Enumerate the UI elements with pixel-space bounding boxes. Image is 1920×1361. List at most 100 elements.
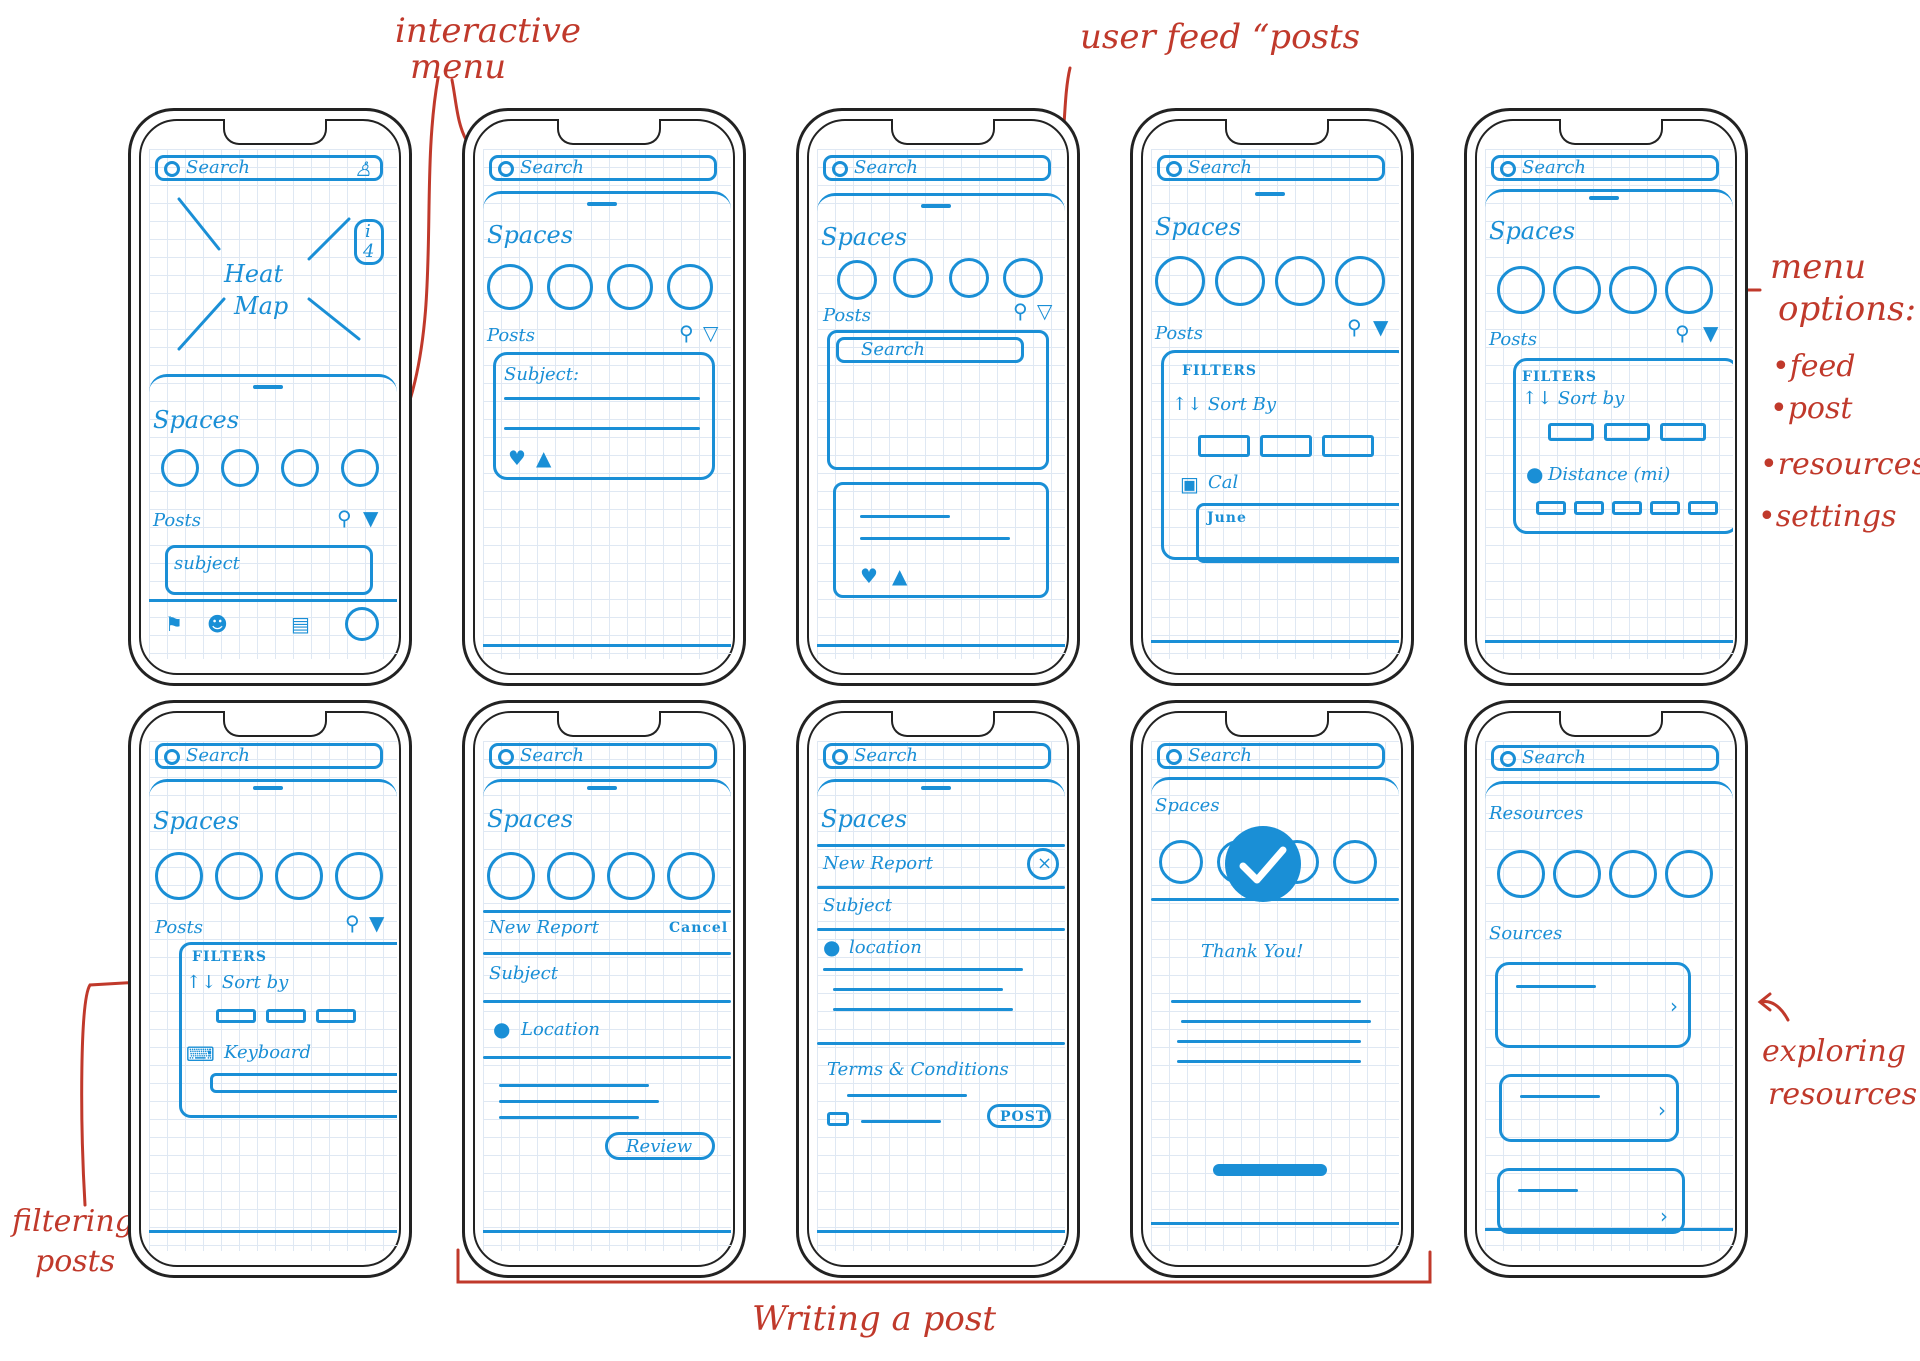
calendar-widget[interactable]: June — [1196, 503, 1399, 563]
sheet-handle[interactable] — [1255, 192, 1285, 196]
heart-icon[interactable]: ♥ — [508, 446, 526, 470]
subject-field[interactable]: Subject — [823, 895, 892, 916]
space-circle[interactable] — [1003, 258, 1043, 298]
space-circle[interactable] — [335, 852, 383, 900]
sort-option[interactable] — [1548, 423, 1594, 441]
filter-icon[interactable]: ▽ — [1037, 299, 1053, 323]
distance-option[interactable] — [1688, 501, 1718, 515]
location-field[interactable]: Location — [521, 1019, 601, 1040]
search-bar[interactable]: Search — [1157, 155, 1385, 181]
sheet-handle[interactable] — [587, 202, 617, 206]
cancel-button[interactable]: Cancel — [669, 920, 729, 936]
post-card[interactable]: Subject: ♥ ▲ — [493, 352, 715, 480]
space-circle[interactable] — [215, 852, 263, 900]
search-bar[interactable]: Search — [823, 155, 1051, 181]
space-circle[interactable] — [487, 264, 533, 310]
space-settings-icon[interactable] — [341, 449, 379, 487]
map-tab-icon[interactable]: ⚑ — [165, 612, 183, 636]
search-bar[interactable]: Search — [1491, 745, 1719, 771]
space-circle[interactable] — [1275, 256, 1325, 306]
library-tab-icon[interactable]: ▤ — [291, 612, 310, 636]
subject-field[interactable]: Subject — [489, 963, 558, 984]
keyboard-input[interactable] — [210, 1073, 397, 1093]
space-document-icon[interactable] — [161, 449, 199, 487]
search-bar[interactable]: Search — [489, 743, 717, 769]
sort-option[interactable] — [316, 1009, 356, 1023]
space-circle[interactable] — [547, 264, 593, 310]
filter-icon[interactable]: ▼ — [369, 911, 385, 935]
space-circle[interactable] — [607, 264, 653, 310]
sort-option[interactable] — [1198, 435, 1250, 457]
sort-option[interactable] — [1604, 423, 1650, 441]
people-tab-icon[interactable]: ☻ — [207, 612, 228, 636]
distance-option[interactable] — [1536, 501, 1566, 515]
space-circle[interactable] — [155, 852, 203, 900]
space-circle[interactable] — [1159, 840, 1203, 884]
profile-icon[interactable]: ♙ — [354, 157, 372, 181]
sheet-handle[interactable] — [1589, 196, 1619, 200]
sort-option[interactable] — [216, 1009, 256, 1023]
heart-icon[interactable]: ♥ — [860, 564, 878, 588]
source-card[interactable]: › — [1497, 1168, 1685, 1234]
space-edit-icon[interactable] — [221, 449, 259, 487]
distance-option[interactable] — [1612, 501, 1642, 515]
zoom-control[interactable]: i 4 — [354, 219, 384, 265]
review-button[interactable]: Review — [605, 1132, 715, 1160]
search-icon[interactable]: ⚲ — [1013, 299, 1028, 323]
close-icon[interactable]: × — [1027, 848, 1059, 880]
space-circle[interactable] — [547, 852, 595, 900]
search-icon[interactable]: ⚲ — [345, 911, 360, 935]
space-circle[interactable] — [1665, 266, 1713, 314]
sheet-handle[interactable] — [921, 204, 951, 208]
sheet-handle[interactable] — [253, 786, 283, 790]
space-circle[interactable] — [949, 258, 989, 298]
space-circle[interactable] — [1609, 266, 1657, 314]
search-icon[interactable]: ⚲ — [1347, 315, 1362, 339]
distance-option[interactable] — [1574, 501, 1604, 515]
sort-option[interactable] — [1660, 423, 1706, 441]
search-bar[interactable]: Search — [155, 743, 383, 769]
space-library-icon[interactable] — [281, 449, 319, 487]
search-icon[interactable]: ⚲ — [679, 321, 694, 345]
space-circle[interactable] — [837, 260, 877, 300]
space-circle[interactable] — [487, 852, 535, 900]
filter-icon[interactable]: ▼ — [1703, 321, 1719, 345]
post-card[interactable]: subject — [165, 545, 373, 595]
terms-checkbox[interactable] — [827, 1112, 849, 1126]
resource-circle[interactable] — [1609, 850, 1657, 898]
search-bar[interactable]: Search — [823, 743, 1051, 769]
resource-circle[interactable] — [1553, 850, 1601, 898]
sort-option[interactable] — [1260, 435, 1312, 457]
resource-circle[interactable] — [1665, 850, 1713, 898]
like-icon[interactable]: ▲ — [892, 564, 908, 588]
sheet-handle[interactable] — [587, 786, 617, 790]
space-circle[interactable] — [667, 852, 715, 900]
profile-tab-icon[interactable] — [345, 607, 379, 641]
source-card[interactable]: › — [1499, 1074, 1679, 1142]
location-field[interactable]: location — [849, 937, 922, 958]
sort-option[interactable] — [1322, 435, 1374, 457]
search-bar[interactable]: Search♙ — [155, 155, 383, 181]
like-icon[interactable]: ▲ — [536, 446, 552, 470]
search-bar[interactable]: Search — [1157, 743, 1385, 769]
resource-circle[interactable] — [1497, 850, 1545, 898]
source-card[interactable]: › — [1495, 962, 1691, 1048]
post-card[interactable]: ♥ ▲ — [833, 482, 1049, 598]
post-button[interactable]: POST — [987, 1104, 1051, 1128]
filter-icon[interactable]: ▼ — [363, 506, 379, 530]
distance-option[interactable] — [1650, 501, 1680, 515]
space-circle[interactable] — [1497, 266, 1545, 314]
space-circle[interactable] — [1335, 256, 1385, 306]
search-icon[interactable]: ⚲ — [1675, 321, 1690, 345]
post-search-bar[interactable]: Search — [836, 337, 1024, 363]
search-icon[interactable]: ⚲ — [337, 506, 352, 530]
sheet-handle[interactable] — [921, 786, 951, 790]
space-circle[interactable] — [667, 264, 713, 310]
space-circle[interactable] — [1553, 266, 1601, 314]
space-circle[interactable] — [607, 852, 655, 900]
post-card-back[interactable]: Search — [827, 330, 1049, 470]
space-circle[interactable] — [1155, 256, 1205, 306]
sheet-handle[interactable] — [253, 385, 283, 389]
space-circle[interactable] — [893, 258, 933, 298]
done-button[interactable] — [1213, 1164, 1327, 1176]
